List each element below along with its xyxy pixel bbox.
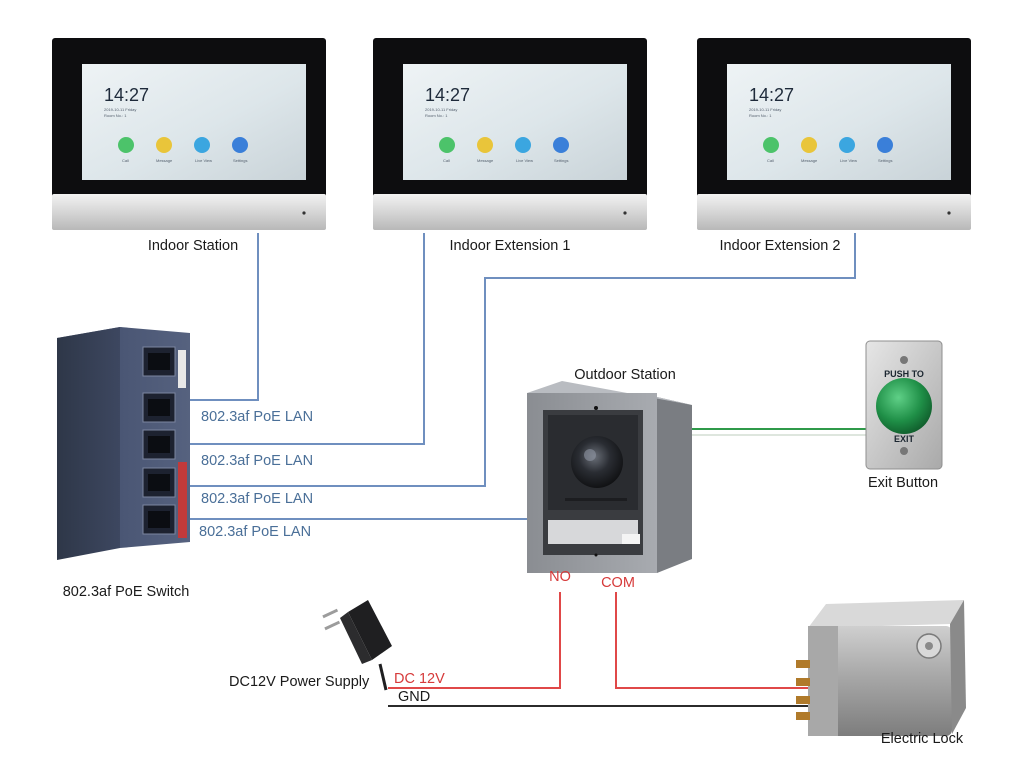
live-view-icon <box>515 137 531 153</box>
svg-text:Live View: Live View <box>516 158 533 163</box>
power-supply-label: DC12V Power Supply <box>229 674 370 690</box>
message-icon <box>477 137 493 153</box>
indoor-station-label: Indoor Station <box>148 238 238 254</box>
camera-icon <box>571 436 623 488</box>
svg-text:Call: Call <box>122 158 129 163</box>
no-wire <box>388 592 561 689</box>
indoor-extension-1-label: Indoor Extension 1 <box>450 238 571 254</box>
outdoor-station-label: Outdoor Station <box>574 367 676 383</box>
live-view-icon <box>194 137 210 153</box>
lan-wire-indoor-extension-2 <box>160 233 856 487</box>
settings-icon <box>877 137 893 153</box>
indoor-extension-2: 14:27 2019-10-11 Friday Room No.: 1 Call… <box>697 38 971 230</box>
settings-icon <box>553 137 569 153</box>
monitor-app-icons: Call Message Live View Settings <box>439 137 569 163</box>
message-icon <box>156 137 172 153</box>
call-icon <box>118 137 134 153</box>
monitor-room: Room No.: 1 <box>749 113 772 118</box>
com-label: COM <box>601 575 635 591</box>
svg-text:Call: Call <box>767 158 774 163</box>
lan-label-3: 802.3af PoE LAN <box>201 491 313 507</box>
gnd-label: GND <box>398 689 430 705</box>
monitor-room: Room No.: 1 <box>425 113 448 118</box>
lan-label-4: 802.3af PoE LAN <box>199 524 311 540</box>
monitor-date: 2019-10-11 Friday <box>104 107 136 112</box>
exit-button-label: Exit Button <box>868 475 938 491</box>
call-icon <box>763 137 779 153</box>
svg-text:Live View: Live View <box>840 158 857 163</box>
no-label: NO <box>549 569 571 585</box>
svg-text:Call: Call <box>443 158 450 163</box>
monitor-app-icons: Call Message Live View Settings <box>763 137 893 163</box>
call-icon <box>439 137 455 153</box>
indoor-extension-2-label: Indoor Extension 2 <box>720 238 841 254</box>
svg-text:Message: Message <box>801 158 818 163</box>
settings-icon <box>232 137 248 153</box>
monitor-app-icons: Call Message Live View Settings <box>118 137 248 163</box>
wires <box>160 233 868 707</box>
monitor-time: 14:27 <box>425 85 470 105</box>
monitor-date: 2019-10-11 Friday <box>425 107 457 112</box>
call-button <box>622 534 640 544</box>
push-button-icon <box>876 378 932 434</box>
monitor-time: 14:27 <box>104 85 149 105</box>
poe-switch <box>57 327 190 560</box>
lan-wire-indoor-extension-1 <box>160 233 425 445</box>
com-wire <box>615 592 808 689</box>
dc12v-label: DC 12V <box>394 671 445 687</box>
electric-lock <box>796 600 966 736</box>
exit-button-bottom-text: EXIT <box>894 434 915 444</box>
exit-button-top-text: PUSH TO <box>884 369 924 379</box>
lan-label-2: 802.3af PoE LAN <box>201 453 313 469</box>
svg-text:Settings: Settings <box>554 158 568 163</box>
lan-wire-indoor-station <box>160 233 259 401</box>
lan-label-1: 802.3af PoE LAN <box>201 409 313 425</box>
svg-text:Settings: Settings <box>878 158 892 163</box>
indoor-extension-1: 14:27 2019-10-11 Friday Room No.: 1 Call… <box>373 38 647 230</box>
outdoor-station <box>527 381 692 573</box>
svg-text:Message: Message <box>477 158 494 163</box>
monitor-date: 2019-10-11 Friday <box>749 107 781 112</box>
monitor-time: 14:27 <box>749 85 794 105</box>
svg-text:Message: Message <box>156 158 173 163</box>
svg-text:Settings: Settings <box>233 158 247 163</box>
indoor-station: 14:27 2019-10-11 Friday Room No.: 1 Call… <box>52 38 326 230</box>
power-supply <box>322 600 392 691</box>
poe-switch-label: 802.3af PoE Switch <box>63 584 190 600</box>
svg-text:Live View: Live View <box>195 158 212 163</box>
monitor-room: Room No.: 1 <box>104 113 127 118</box>
switch-ports <box>142 346 187 538</box>
electric-lock-label: Electric Lock <box>881 731 964 747</box>
message-icon <box>801 137 817 153</box>
live-view-icon <box>839 137 855 153</box>
exit-button: PUSH TO EXIT <box>865 340 943 470</box>
